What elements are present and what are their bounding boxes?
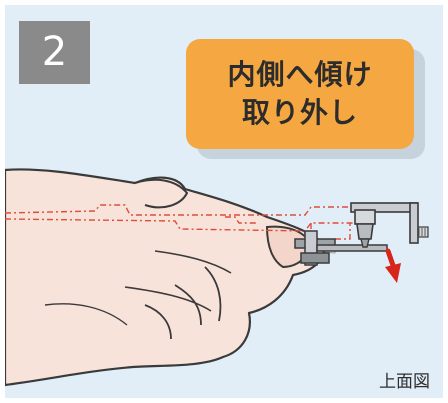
instruction-line-1: 内側へ傾け: [227, 58, 373, 91]
hand: [5, 168, 325, 387]
bracket-hardware: [350, 202, 429, 248]
step-number-badge: 2: [19, 21, 90, 84]
view-label: 上面図: [379, 372, 430, 392]
instruction-callout: 内側へ傾け 取り外し: [186, 39, 414, 149]
down-arrow-icon: [385, 248, 401, 283]
removal-illustration: [5, 168, 429, 387]
clip-in-hand: [294, 230, 388, 266]
instruction-line-2: 取り外し: [241, 96, 358, 129]
step-number: 2: [41, 29, 68, 75]
diagram-panel: 2 内側へ傾け 取り外し 上面図: [5, 5, 443, 398]
